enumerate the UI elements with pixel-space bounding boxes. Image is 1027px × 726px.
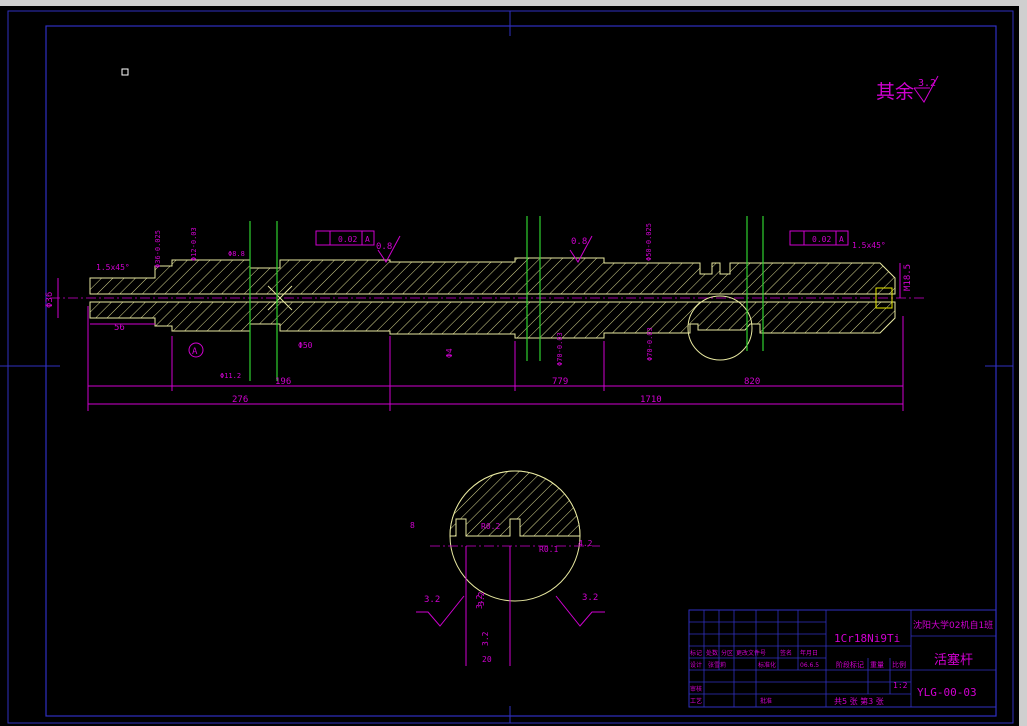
cross-hole-2 <box>267 285 293 311</box>
title-block: 1Cr18Ni9Ti 沈阳大学02机自1班 活塞杆 YLG-00-03 1:2 … <box>688 609 997 708</box>
tb-row1-2: 分区 <box>721 649 733 657</box>
sec-d8: 8 <box>410 521 415 530</box>
roughness-mark-2-value: 0.8 <box>571 237 587 247</box>
tb-designer: 张雪莉 <box>708 661 726 669</box>
tol-frame-1-value: 0.02 <box>338 235 357 244</box>
window-title-strip <box>0 0 1027 6</box>
tol-frame-2-value: 0.02 <box>812 235 831 244</box>
shaft-lower-half <box>89 301 896 339</box>
roughness-symbol <box>913 75 939 103</box>
tb-stage: 阶段标记 <box>836 660 864 669</box>
shaft-upper-half <box>89 257 896 295</box>
dim-v2: Φ12-0.03 <box>190 227 198 261</box>
sec-rough-left <box>416 595 465 627</box>
dim-276: 276 <box>232 395 248 405</box>
dim-phi4: Φ4 <box>445 348 454 358</box>
piston-rod-view <box>50 216 925 381</box>
sec-d32b: 3.2 <box>477 591 486 606</box>
dim-1710: 1710 <box>640 395 662 405</box>
tb-row1-0: 标记 <box>690 649 702 657</box>
tb-frame <box>688 609 997 708</box>
dim-11-2: Φ11.2 <box>220 372 241 380</box>
chamfer-right: 1.5x45° <box>852 241 886 250</box>
tb-grid <box>689 610 996 707</box>
tb-row1-4: 签名 <box>780 649 792 657</box>
dim-820: 820 <box>744 377 760 387</box>
sec-r01: R0.1 <box>539 545 558 554</box>
cad-drawing: 其余 3.2 56 196 276 1710 77 <box>0 10 1014 724</box>
sec-rough-right <box>555 595 605 627</box>
dim-v1: Φ36-0.025 <box>154 230 162 268</box>
roughness-mark-2: 0.8 <box>569 235 593 263</box>
tb-std-label: 标准化 <box>758 661 776 669</box>
tb-material: 1Cr18Ni9Ti <box>834 632 900 645</box>
section-detail: 8 R0.2 R0.1 4.2 20 3.2 3.2 3.2 3.2 3.2 <box>410 470 605 666</box>
datum-a-label: A <box>192 347 198 357</box>
tolerance-frame-2: 0.02 A <box>789 230 849 246</box>
tb-process-label: 工艺 <box>690 697 702 705</box>
dim-779: 779 <box>552 377 568 387</box>
roughness-mark-1: 0.8 <box>376 235 401 263</box>
window-scrollbar[interactable] <box>1019 0 1027 726</box>
tb-review-label: 审核 <box>690 685 702 693</box>
tolerance-frame-1: 0.02 A <box>315 230 375 246</box>
sec-d42: 4.2 <box>578 539 593 548</box>
dim-196: 196 <box>275 377 291 387</box>
dim-v3: Φ70-0.03 <box>556 332 564 366</box>
datum-a: A <box>188 342 204 358</box>
chamfer-left: 1.5x45° <box>96 263 130 272</box>
thread-end <box>875 287 893 309</box>
dim-8-8: Φ8.8 <box>228 250 245 258</box>
sec-r02: R0.2 <box>481 522 500 531</box>
sec-d20: 20 <box>482 655 492 664</box>
section-hatch <box>449 470 581 537</box>
tb-approve-label: 批准 <box>760 697 772 705</box>
roughness-note-label: 其余 <box>876 81 914 103</box>
sec-d32: 3.2 <box>481 631 490 646</box>
dim-phi50: Φ50 <box>298 341 313 350</box>
sec-rough-left-value: 3.2 <box>424 595 440 605</box>
roughness-mark-1-value: 0.8 <box>376 242 392 252</box>
general-roughness-note: 其余 3.2 <box>876 75 939 103</box>
tb-ratio: 比例 <box>892 660 906 669</box>
tb-row1-5: 年月日 <box>800 649 818 657</box>
tb-sheet-info: 共5 张 第3 张 <box>834 696 884 706</box>
sec-rough-right-value: 3.2 <box>582 593 598 603</box>
tb-designer-label: 设计 <box>690 661 702 669</box>
tb-school: 沈阳大学02机自1班 <box>913 619 993 631</box>
inner-border <box>45 25 997 717</box>
tb-part-name: 活塞杆 <box>934 652 973 668</box>
dim-v5: Φ70-0.03 <box>646 327 654 361</box>
tb-row1-3: 更改文件号 <box>736 649 766 657</box>
sec-rough-mid-value: 3.2 <box>475 594 484 609</box>
tb-drawing-no: YLG-00-03 <box>917 686 977 699</box>
tb-scale: 1:2 <box>893 681 908 690</box>
dimensions: 56 196 276 1710 779 820 Φ36 M18.5 Φ50 Φ4… <box>45 223 913 411</box>
tol-frame-2-datum: A <box>839 235 844 244</box>
tol-frame-1-datum: A <box>365 235 370 244</box>
tb-row1-1: 处数 <box>706 649 718 657</box>
tb-weight: 重量 <box>870 661 884 669</box>
tb-date: 06.6.5 <box>800 662 819 669</box>
dim-right-dia-text: M18.5 <box>903 264 913 291</box>
dim-left-dia-text: Φ36 <box>45 292 55 308</box>
cursor-box[interactable] <box>121 68 129 76</box>
dim-56: 56 <box>114 323 125 333</box>
dim-v4: Φ50-0.025 <box>645 223 653 261</box>
roughness-note-value: 3.2 <box>918 78 936 89</box>
detail-circle-a <box>687 295 753 361</box>
